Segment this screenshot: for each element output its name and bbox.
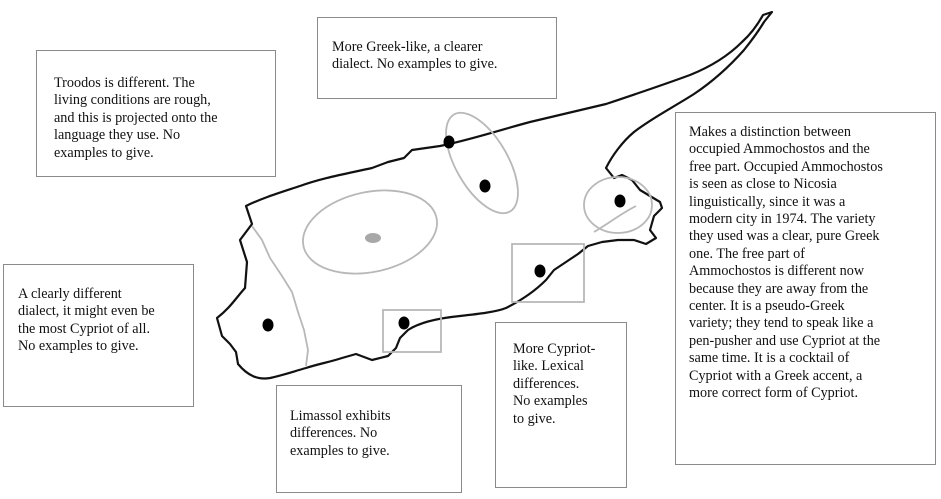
- region-markers: [251, 111, 653, 367]
- ammochostos-divider: [593, 205, 637, 233]
- troodos-region-circle: [302, 189, 438, 275]
- troodos-region-line-west: [251, 225, 309, 367]
- ammochostos-dot: [614, 194, 626, 208]
- cyprus-coastline: [215, 10, 774, 380]
- larnaca-dot: [534, 264, 546, 278]
- larnaca-region-box: [511, 243, 585, 303]
- location-dots: [262, 135, 626, 332]
- nicosia-dot: [365, 233, 381, 243]
- troodos-note-text: Troodos is different. The living conditi…: [54, 75, 218, 161]
- larnaca-note-text: More Cypriot- like. Lexical differences.…: [513, 341, 596, 427]
- paphos-note-text: A clearly different dialect, it might ev…: [18, 286, 155, 355]
- kyrenia-dot-1: [443, 135, 455, 149]
- limassol-region-box: [382, 309, 442, 353]
- paphos-dot: [262, 318, 274, 332]
- limassol-dot: [398, 316, 410, 330]
- ammochostos-note: Makes a distinction between occupied Amm…: [675, 112, 936, 465]
- ammochostos-region-circle: [583, 176, 653, 234]
- limassol-note-text: Limassol exhibits differences. No exampl…: [290, 408, 391, 459]
- ammochostos-note-text: Makes a distinction between occupied Amm…: [689, 124, 883, 402]
- paphos-note: A clearly different dialect, it might ev…: [3, 264, 194, 407]
- troodos-note: Troodos is different. The living conditi…: [36, 50, 276, 177]
- kyrenia-dot-2: [479, 179, 491, 193]
- kyrenia-note-text: More Greek-like, a clearer dialect. No e…: [332, 39, 498, 73]
- larnaca-note: More Cypriot- like. Lexical differences.…: [495, 322, 627, 488]
- kyrenia-region-ellipse: [445, 111, 519, 215]
- kyrenia-note: More Greek-like, a clearer dialect. No e…: [317, 17, 557, 99]
- limassol-note: Limassol exhibits differences. No exampl…: [276, 385, 462, 493]
